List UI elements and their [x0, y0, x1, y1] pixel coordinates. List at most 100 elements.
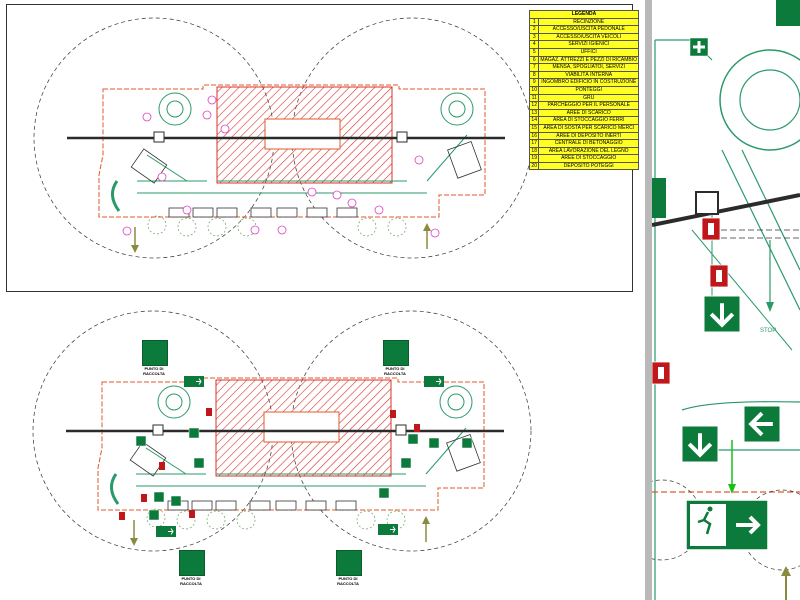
rally-point-sign-icon	[383, 340, 409, 366]
crane-base	[396, 131, 408, 143]
arrow-sign-icon	[428, 437, 440, 449]
legend-label: SERVIZI IGIENICI	[538, 40, 639, 49]
rally-point-sign-icon	[142, 340, 168, 366]
fire-extinguisher-sign-icon	[141, 494, 147, 502]
arrow-glyph	[709, 303, 735, 328]
legend-label: AREE DI DEPOSITO INERTI	[538, 131, 639, 141]
safety-signage-panel: PUNTO DI RACCOLTA PUNTO DI RACCOLTA PUNT…	[6, 298, 631, 598]
legend-number: 3	[528, 32, 540, 42]
legend-label: AREE DI STOCCAGGIO	[538, 154, 639, 163]
legend-marker	[414, 155, 424, 165]
legend-number: 2	[528, 25, 540, 34]
legend-label: MAGAZ. ATTREZZI E PEZZI DI RICAMBIO	[538, 55, 639, 65]
site-facility	[191, 500, 213, 511]
legend-number: 15	[528, 123, 540, 133]
fire-extinguisher-sign-icon	[189, 510, 195, 518]
track-dashes	[712, 229, 800, 239]
legend-label: AREE DI SCARICO	[538, 108, 639, 118]
legend-number: 5	[528, 47, 540, 57]
legend-marker	[122, 226, 132, 236]
legend-label: DEPOSITO POTEGGI	[538, 161, 639, 171]
legend-number: 14	[528, 116, 540, 125]
legend-marker	[207, 95, 217, 105]
legend-number: 4	[528, 40, 540, 49]
storage-area	[447, 140, 482, 179]
tree	[236, 510, 256, 530]
building-core	[264, 118, 341, 150]
legend-number: 17	[528, 139, 540, 148]
site-facility	[336, 207, 358, 218]
fire-extinguisher-sign-icon	[390, 410, 396, 418]
zoomed-detail-drawing	[652, 0, 800, 600]
site-facility	[249, 500, 271, 511]
tree	[147, 215, 167, 235]
legend-label: ACCESSO/USCITA VEICOLI	[538, 32, 639, 42]
fire-extinguisher-sign-icon	[119, 512, 125, 520]
emergency-exit-sign-icon	[156, 526, 176, 537]
site-layout-drawing	[33, 17, 533, 259]
rally-point-label: PUNTO DI RACCOLTA	[180, 576, 202, 586]
legend-number: 19	[528, 154, 540, 163]
arrow-head	[131, 245, 139, 253]
internal-road	[136, 427, 467, 487]
legend-label: AREA LAVORAZIONE DEL LEGNO	[538, 146, 639, 156]
ramp-curve	[111, 180, 121, 212]
crane-track	[652, 193, 800, 227]
emergency-exit-sign-icon	[424, 376, 444, 387]
extinguisher-glyph	[658, 367, 664, 379]
roundabout-right	[439, 385, 473, 419]
site-facility	[276, 207, 298, 218]
running-man-head	[707, 506, 713, 512]
zoomed-detail-panel: STOP	[652, 0, 800, 600]
arrow-glyph	[748, 411, 773, 437]
legend-number: 20	[528, 161, 540, 171]
site-facility	[335, 500, 357, 511]
storage-area	[129, 441, 167, 477]
storage-area	[446, 433, 481, 472]
fire-extinguisher-sign-icon	[206, 408, 212, 416]
roundabout-right	[440, 92, 474, 126]
legend-number: 18	[528, 146, 540, 156]
arrow-sign-icon	[378, 487, 390, 499]
rally-point-label: PUNTO DI RACCOLTA	[384, 366, 406, 376]
arrow-head	[423, 223, 431, 231]
tree	[206, 510, 226, 530]
tree	[387, 217, 407, 237]
legend-number: 13	[528, 108, 540, 118]
arrow-sign-icon	[170, 495, 182, 507]
legend-label: ACCESSO/USCITA PEDONALE	[538, 25, 639, 34]
exit-arrow	[736, 515, 761, 535]
legend-label: INGOMBRO EDIFICIO IN COSTRUZIONE	[538, 78, 639, 87]
roundabout-left-inner	[166, 100, 184, 118]
internal-road	[137, 134, 468, 194]
site-facility	[250, 207, 272, 218]
tree	[207, 217, 227, 237]
roundabout-left	[157, 385, 191, 419]
extinguisher-glyph	[716, 270, 722, 282]
fire-extinguisher-sign-icon	[159, 462, 165, 470]
rally-point-sign-icon	[179, 550, 205, 576]
legend-number: 6	[528, 55, 540, 65]
signage-layout-drawing	[32, 310, 532, 552]
rally-point-label: PUNTO DI RACCOLTA	[143, 366, 165, 376]
crane-radius-right	[290, 310, 532, 552]
roundabout-right-inner	[447, 393, 465, 411]
legend-marker	[347, 198, 357, 208]
legend-label: PARCHEGGIO PER IL PERSONALE	[538, 101, 639, 110]
legend-number: 12	[528, 101, 540, 110]
legend-marker	[250, 225, 260, 235]
legend-number: 7	[528, 63, 540, 72]
legend-label: GRU	[538, 93, 639, 103]
